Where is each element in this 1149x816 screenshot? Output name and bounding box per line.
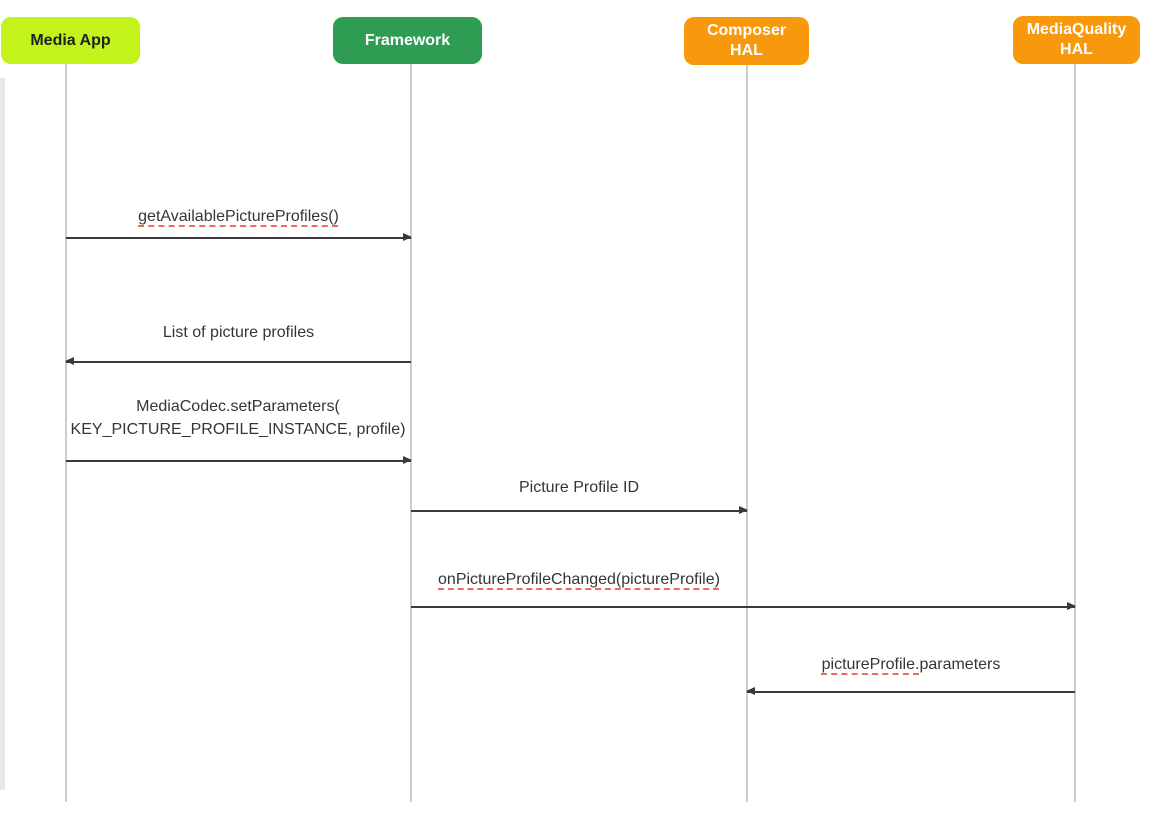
page-left-edge <box>0 78 5 790</box>
participant-media-app: Media App <box>1 17 140 64</box>
message-text: getAvailablePictureProfiles() <box>138 208 339 225</box>
lifeline-media-app <box>65 64 67 802</box>
lifeline-framework <box>410 64 412 802</box>
message-text-flagged-part: pictureProfile. <box>821 656 920 673</box>
message-arrow-pictureprofile-parameters <box>746 688 1075 695</box>
participant-composer-hal-label-line2: HAL <box>730 42 763 59</box>
message-label-on-picture-profile-changed: onPictureProfileChanged(pictureProfile) <box>411 568 747 591</box>
message-text: onPictureProfileChanged(pictureProfile) <box>438 571 720 588</box>
message-arrow-picture-profile-id <box>411 507 748 514</box>
message-arrow-mediacodec-setparameters <box>66 457 412 464</box>
message-text-line2: KEY_PICTURE_PROFILE_INSTANCE, profile) <box>70 421 406 438</box>
participant-mediaquality-hal-label-line2: HAL <box>1060 41 1093 58</box>
participant-framework: Framework <box>333 17 482 64</box>
message-text: Picture Profile ID <box>518 479 640 496</box>
message-text-rest: parameters <box>919 656 1001 673</box>
message-text: List of picture profiles <box>162 324 315 341</box>
participant-framework-label: Framework <box>364 31 451 49</box>
message-label-pictureprofile-parameters: pictureProfile.parameters <box>747 653 1075 676</box>
message-label-list-of-picture-profiles: List of picture profiles <box>66 321 411 344</box>
message-label-mediacodec-setparameters: MediaCodec.setParameters( KEY_PICTURE_PR… <box>28 395 448 441</box>
participant-media-app-label: Media App <box>30 31 111 49</box>
message-label-get-available-picture-profiles: getAvailablePictureProfiles() <box>66 205 411 228</box>
message-arrow-on-picture-profile-changed <box>411 603 1076 610</box>
participant-mediaquality-hal-label-line1: MediaQuality <box>1026 21 1127 38</box>
lifeline-composer-hal <box>746 64 748 802</box>
message-text-line1: MediaCodec.setParameters( <box>136 398 340 415</box>
participant-mediaquality-hal: MediaQuality HAL <box>1013 16 1140 64</box>
participant-composer-hal-label-line1: Composer <box>706 22 787 39</box>
participant-composer-hal: Composer HAL <box>684 17 809 65</box>
lifeline-mediaquality-hal <box>1074 64 1076 802</box>
message-arrow-get-available-picture-profiles <box>66 234 412 241</box>
message-label-picture-profile-id: Picture Profile ID <box>411 476 747 499</box>
message-arrow-list-of-picture-profiles <box>65 358 411 365</box>
